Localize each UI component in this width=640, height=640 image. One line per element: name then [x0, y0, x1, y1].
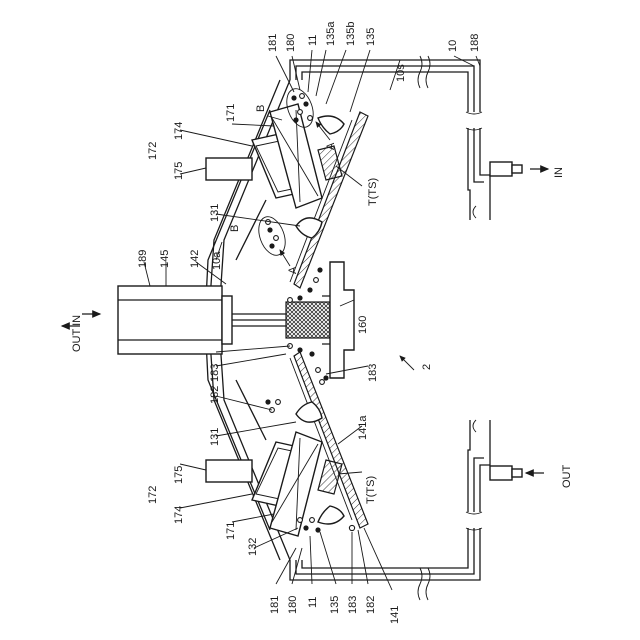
label-171-bot: 171: [225, 522, 237, 540]
label-A-mid: A: [287, 266, 299, 274]
label-135b: 135b: [345, 22, 357, 46]
port-out-in-label: OUT IN: [71, 315, 83, 352]
label-131-bot: 131: [209, 428, 221, 446]
label-160: 160: [357, 316, 369, 334]
port-out-label: OUT: [561, 465, 573, 489]
label-135-top: 135: [365, 28, 377, 46]
label-181-top: 181: [267, 34, 279, 52]
label-A-top: A: [325, 142, 337, 150]
label-172-top: 172: [147, 142, 159, 160]
label-174-top: 174: [173, 122, 185, 140]
label-T-top: T(TS): [367, 178, 379, 206]
label-10: 10: [447, 40, 459, 52]
label-11-top: 11: [307, 35, 319, 46]
port-in-label: IN: [553, 167, 565, 178]
label-183-mid-right: 183: [367, 364, 379, 382]
label-B-top: B: [255, 105, 267, 112]
label-172-bot: 172: [147, 486, 159, 504]
label-188: 188: [469, 34, 481, 52]
label-T-bot: T(TS): [365, 476, 377, 504]
label-181-bot: 181: [269, 596, 281, 614]
label-182-mid: 182: [209, 386, 221, 404]
label-183-mid-left: 183: [209, 364, 221, 382]
label-183-bot: 183: [347, 596, 359, 614]
label-145: 145: [159, 250, 171, 268]
lower-assembly: [206, 399, 355, 536]
label-B-mid: B: [229, 225, 241, 232]
label-10a: 10a: [211, 251, 223, 270]
label-175-top: 175: [173, 162, 185, 180]
label-189: 189: [137, 250, 149, 268]
label-180-top: 180: [285, 34, 297, 52]
label-141a: 141a: [357, 415, 369, 440]
label-135a: 135a: [325, 21, 337, 46]
label-171-top: 171: [225, 104, 237, 122]
label-132: 132: [247, 538, 259, 556]
label-182-bot: 182: [365, 596, 377, 614]
label-180-bot: 180: [287, 596, 299, 614]
label-10s: 10s: [395, 64, 407, 82]
label-142: 142: [189, 250, 201, 268]
label-174-bot: 174: [173, 506, 185, 524]
label-135-bot: 135: [329, 596, 341, 614]
label-11-bot: 11: [307, 597, 319, 608]
label-175-bot: 175: [173, 466, 185, 484]
label-141: 141: [389, 606, 401, 624]
label-131-top: 131: [209, 204, 221, 222]
label-figure-2: 2: [421, 364, 433, 370]
